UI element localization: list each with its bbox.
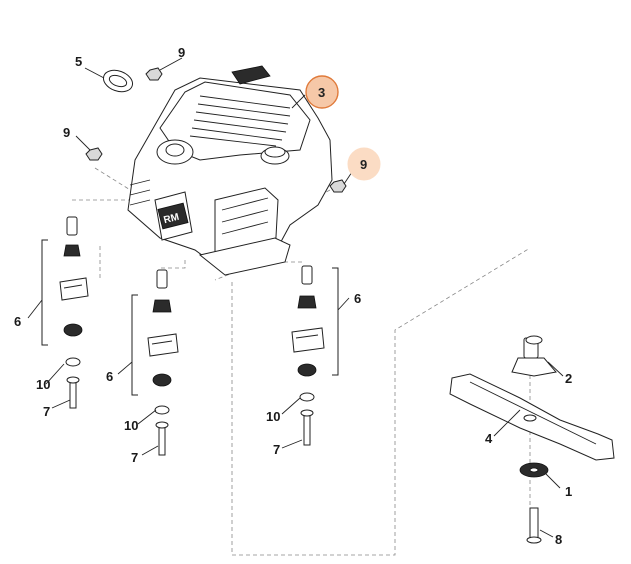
callout-7-right[interactable]: 7 [273,442,280,457]
callout-1[interactable]: 1 [565,484,572,499]
callout-9-top[interactable]: 9 [178,45,185,60]
engine-assembly[interactable]: RM [127,65,333,276]
callout-9-left[interactable]: 9 [63,125,70,140]
engine-badge [157,202,189,230]
callout-5[interactable]: 5 [75,54,82,69]
callout-9-right[interactable]: 9 [360,157,367,172]
nut-left[interactable] [85,147,103,161]
bracket-right [332,267,339,376]
engine-badge-text: RM [163,212,181,226]
leader-lines [27,57,564,538]
starter-handle [231,65,271,85]
blade-bolt[interactable] [526,507,542,544]
mount-stack-right[interactable] [291,265,325,446]
callout-6-right[interactable]: 6 [354,291,361,306]
callout-6-left[interactable]: 6 [14,314,21,329]
bracket-middle [131,294,138,396]
nut-top[interactable] [145,67,163,81]
callout-10-left[interactable]: 10 [36,377,50,392]
callout-10-middle[interactable]: 10 [124,418,138,433]
mower-blade[interactable] [449,373,615,461]
nut-right[interactable] [329,179,347,193]
cooling-fins [189,95,291,147]
callout-8[interactable]: 8 [555,532,562,547]
callout-10-right[interactable]: 10 [266,409,280,424]
mount-stack-left[interactable] [59,216,89,409]
blade-adapter[interactable] [511,335,557,377]
mount-stack-middle[interactable] [147,269,179,456]
bracket-left [41,239,48,346]
callout-labels: 5 9 3 9 9 6 6 6 10 10 10 7 7 7 2 4 1 8 [14,45,572,547]
callout-7-middle[interactable]: 7 [131,450,138,465]
callout-7-left[interactable]: 7 [43,404,50,419]
callout-3-highlight [305,75,339,109]
blade-washer[interactable] [519,462,549,478]
callout-3[interactable]: 3 [318,85,325,100]
callout-9-highlight [347,147,381,181]
callout-4[interactable]: 4 [485,431,493,446]
callout-2[interactable]: 2 [565,371,572,386]
callout-6-middle[interactable]: 6 [106,369,113,384]
